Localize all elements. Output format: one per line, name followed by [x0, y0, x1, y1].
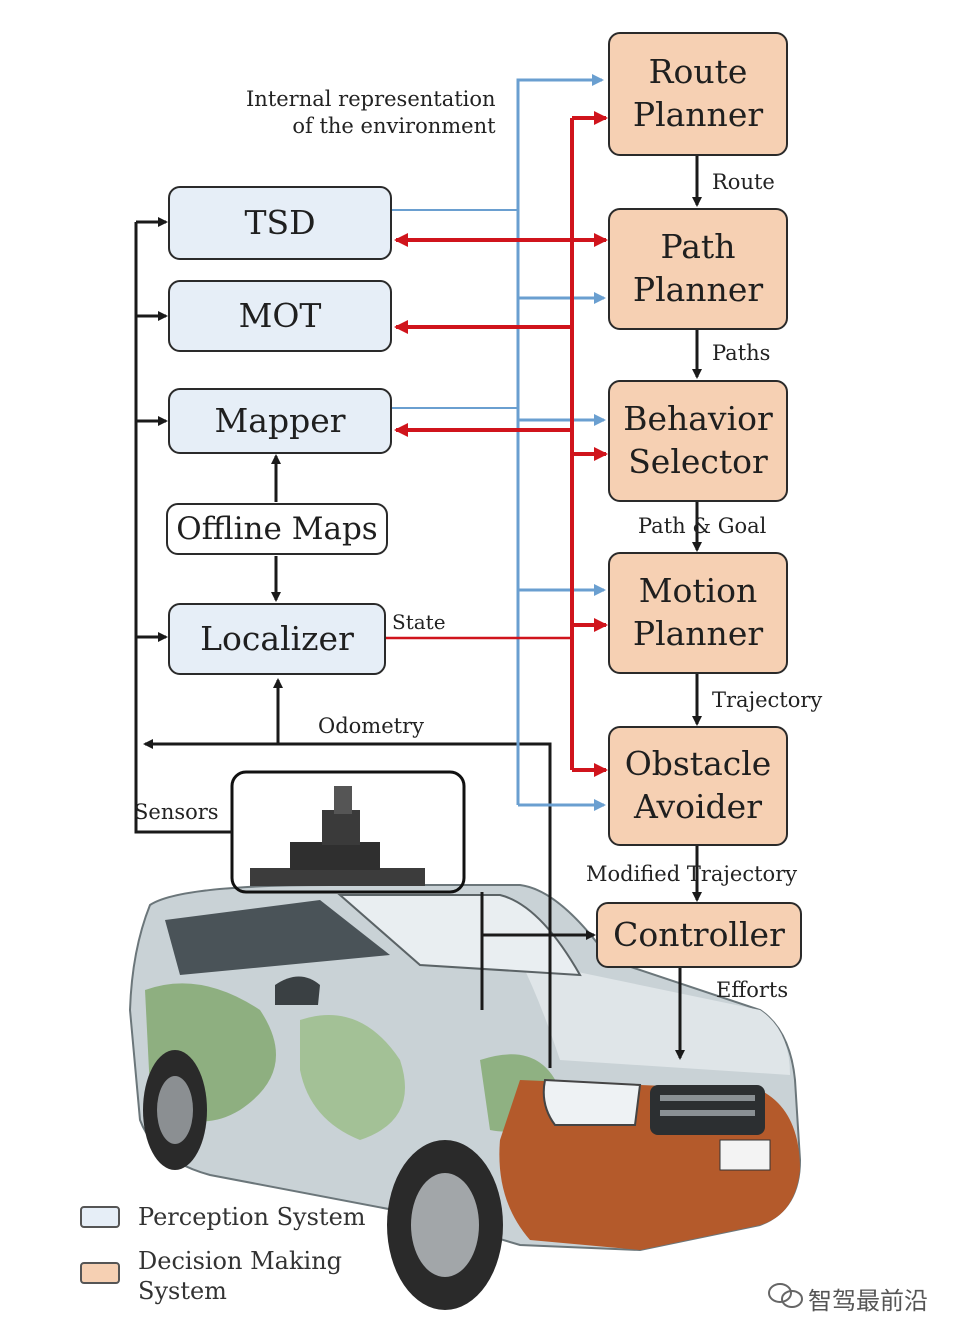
efforts-label: Efforts [716, 978, 789, 1002]
mot-label: MOT [238, 295, 322, 335]
watermark-icon [768, 1283, 803, 1308]
odometry-label: Odometry [318, 714, 424, 738]
mot-node: MOT [168, 280, 392, 352]
offline-maps-node: Offline Maps [166, 503, 388, 555]
legend-label-perception: Perception System [138, 1203, 366, 1231]
decision-chain [480, 156, 702, 1060]
route-planner-label: Route Planner [632, 52, 764, 134]
localizer-label: Localizer [200, 618, 354, 658]
path-planner-node: Path Planner [608, 208, 788, 330]
trajectory-label: Trajectory [712, 688, 823, 712]
route-planner-node: Route Planner [608, 32, 788, 156]
state-label: State [392, 610, 446, 634]
legend-swatch-perception [80, 1206, 120, 1228]
path-planner-label: Path Planner [632, 227, 764, 309]
watermark-text: 智驾最前沿 [808, 1287, 928, 1315]
mapper-label: Mapper [214, 400, 346, 440]
internal-representation-bus [382, 74, 606, 811]
tsd-node: TSD [168, 186, 392, 260]
localizer-node: Localizer [168, 603, 386, 675]
tsd-label: TSD [244, 202, 316, 242]
controller-node: Controller [596, 902, 802, 968]
internal-representation-label: Internal representation of the environme… [246, 87, 496, 139]
modified-trajectory-label: Modified Trajectory [586, 862, 798, 886]
behavior-selector-node: Behavior Selector [608, 380, 788, 502]
legend-swatch-decision [80, 1262, 120, 1284]
obstacle-avoider-label: Obstacle Avoider [624, 744, 772, 826]
obstacle-avoider-node: Obstacle Avoider [608, 726, 788, 846]
sensors-bus [134, 217, 232, 834]
motion-planner-label: Motion Planner [632, 571, 764, 653]
motion-planner-node: Motion Planner [608, 552, 788, 674]
car-image [128, 786, 802, 1310]
legend-label-decision: Decision Making System [138, 1247, 343, 1305]
odometry-line [143, 678, 552, 1068]
path-goal-label: Path & Goal [638, 514, 767, 538]
controller-label: Controller [613, 914, 785, 954]
route-label: Route [712, 170, 775, 194]
sensors-label: Sensors [134, 800, 219, 824]
behavior-selector-label: Behavior Selector [623, 399, 773, 481]
state-bus [386, 111, 608, 777]
mapper-node: Mapper [168, 388, 392, 454]
offline-maps-label: Offline Maps [176, 510, 378, 547]
paths-label: Paths [712, 341, 771, 365]
